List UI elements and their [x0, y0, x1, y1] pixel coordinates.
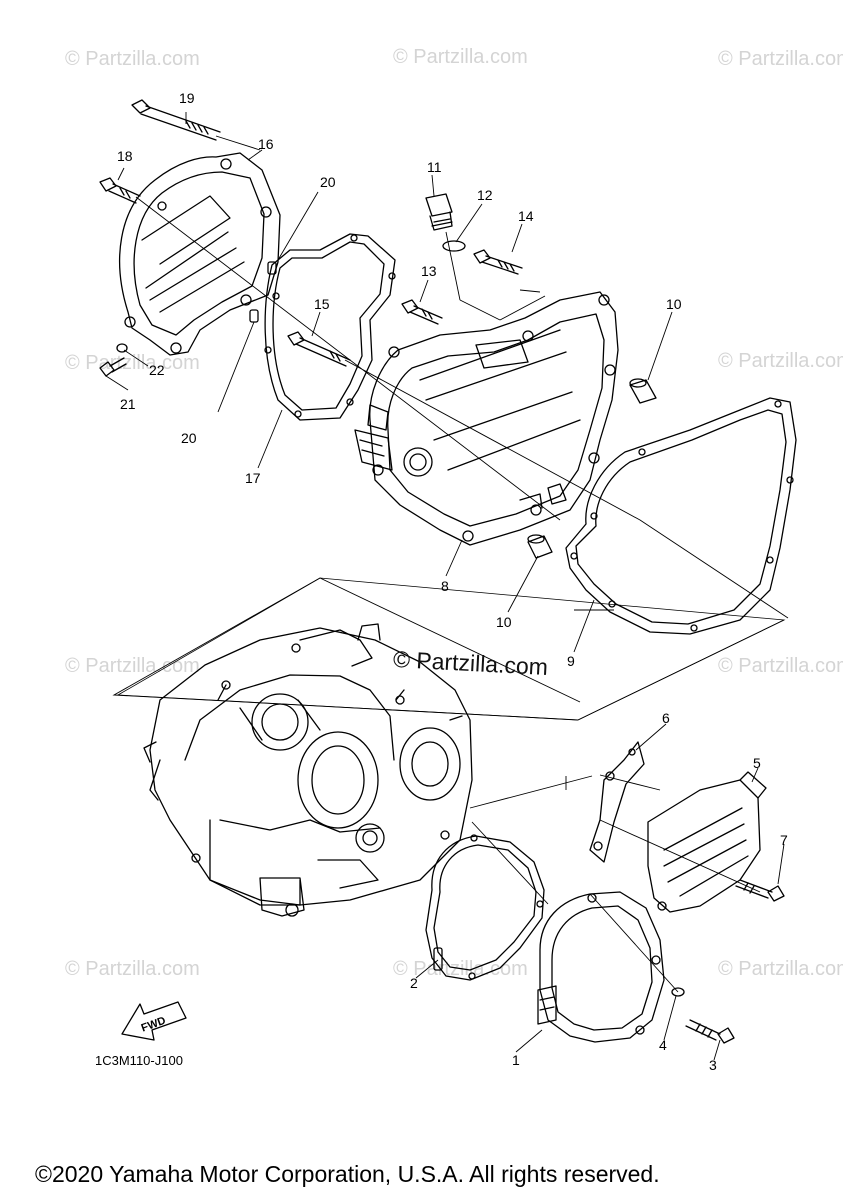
crankcase — [143, 623, 473, 917]
part-18-bolt — [99, 177, 141, 204]
watermark: © Partzilla.com — [718, 48, 843, 70]
part-10-dowel — [629, 378, 657, 404]
leader-lines — [105, 112, 789, 1061]
part-17-gasket — [264, 233, 396, 421]
part-10-dowel — [527, 534, 553, 559]
callout-10: 10 — [496, 614, 512, 630]
callout-10: 10 — [666, 296, 682, 312]
callout-20: 20 — [320, 174, 336, 190]
callout-15: 15 — [314, 296, 330, 312]
part-12-o-ring — [442, 240, 466, 252]
part-7-bolt — [735, 879, 785, 902]
part-2-gasket — [425, 834, 545, 981]
callout-5: 5 — [753, 755, 761, 771]
watermark: © Partzilla.com — [718, 958, 843, 980]
callout-16: 16 — [258, 136, 274, 152]
callout-13: 13 — [421, 263, 437, 279]
callout-17: 17 — [245, 470, 261, 486]
callout-20: 20 — [181, 430, 197, 446]
callout-18: 18 — [117, 148, 133, 164]
callout-3: 3 — [709, 1057, 717, 1073]
copyright-notice: ©2020 Yamaha Motor Corporation, U.S.A. A… — [35, 1161, 660, 1187]
part-4-washer — [671, 987, 685, 997]
watermark: © Partzilla.com — [718, 655, 843, 677]
callout-21: 21 — [120, 396, 136, 412]
part-19-bolt — [131, 99, 221, 141]
callout-1: 1 — [512, 1052, 520, 1068]
part-14-bolt — [473, 249, 523, 275]
part-16-outer-cover — [119, 152, 281, 356]
watermark: © Partzilla.com — [393, 46, 528, 68]
diagram-code: 1C3M110-J100 — [95, 1053, 183, 1068]
part-8-crankcase-cover — [354, 291, 619, 546]
fwd-arrow — [121, 1001, 187, 1041]
callout-9: 9 — [567, 653, 575, 669]
part-11-oil-plug — [425, 193, 453, 231]
watermark: © Partzilla.com — [65, 655, 200, 677]
part-3-bolt — [685, 1019, 735, 1044]
part-1-generator-cover — [537, 891, 665, 1043]
callout-19: 19 — [179, 90, 195, 106]
callout-2: 2 — [410, 975, 418, 991]
part-6-bracket — [589, 741, 645, 863]
part-21-22-bolt-washer — [99, 343, 128, 377]
watermark: © Partzilla.com — [65, 352, 200, 374]
part-13-bolt — [401, 299, 443, 325]
part-20-dowels — [249, 261, 277, 323]
callout-4: 4 — [659, 1037, 667, 1053]
callout-12: 12 — [477, 187, 493, 203]
callout-14: 14 — [518, 208, 534, 224]
fwd-label: FWD — [140, 1015, 168, 1035]
callout-6: 6 — [662, 710, 670, 726]
callout-7: 7 — [780, 832, 788, 848]
watermark: © Partzilla.com — [65, 48, 200, 70]
watermark: © Partzilla.com — [65, 958, 200, 980]
watermark: © Partzilla.com — [718, 350, 843, 372]
callout-8: 8 — [441, 578, 449, 594]
part-9-gasket — [565, 397, 797, 635]
callout-11: 11 — [427, 159, 442, 175]
part-15-bolt — [287, 331, 351, 367]
callout-22: 22 — [149, 362, 165, 378]
